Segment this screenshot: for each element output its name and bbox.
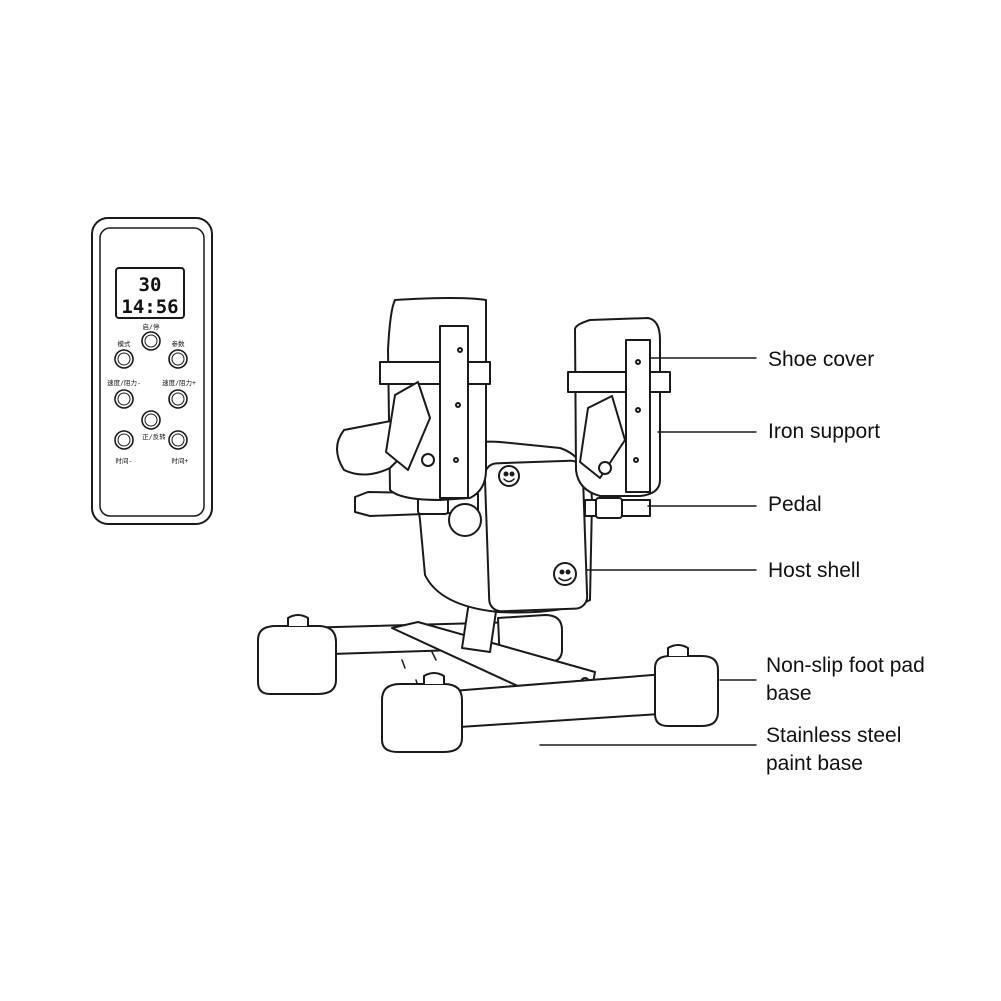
label-foot-pad-line2: base <box>766 682 812 705</box>
label-foot-pad-line1: Non-slip foot pad <box>766 654 925 677</box>
label-steel-base-line2: paint base <box>766 752 863 775</box>
shoe-cover-right <box>567 317 671 497</box>
remote-label-time-minus: 时间- <box>116 456 133 465</box>
remote-button-mode <box>114 349 134 369</box>
remote-button-forward-reverse <box>141 410 161 430</box>
remote-control: 30 14:56 启/停 模式 参数 速度/阻力- 速度/阻力+ 正/反转 时间… <box>91 217 213 525</box>
label-steel-base-line1: Stainless steel <box>766 724 902 747</box>
pedal-right <box>584 497 651 519</box>
remote-label-forward-reverse: 正/反转 <box>142 432 166 441</box>
remote-button-start-stop <box>141 331 161 351</box>
iron-support-bracket <box>625 339 651 493</box>
label-pedal: Pedal <box>768 493 822 516</box>
label-host-shell: Host shell <box>768 559 861 582</box>
callout-lines <box>539 357 757 746</box>
remote-button-speed-plus <box>168 389 188 409</box>
remote-label-start-stop: 启/停 <box>143 322 160 331</box>
remote-button-speed-minus <box>114 389 134 409</box>
base-front <box>381 644 719 753</box>
remote-label-speed-plus: 速度/阻力+ <box>162 378 196 387</box>
pedal-exerciser <box>257 297 757 753</box>
label-shoe-cover: Shoe cover <box>768 348 875 371</box>
smiley-icon <box>498 465 520 487</box>
remote-display <box>115 267 185 319</box>
label-iron-support: Iron support <box>768 420 881 443</box>
shoe-cover-left <box>336 297 491 501</box>
remote-button-time-minus <box>114 430 134 450</box>
remote-display-line1: 30 <box>139 274 162 296</box>
remote-label-mode: 模式 <box>118 339 132 348</box>
remote-button-params <box>168 349 188 369</box>
remote-button-time-plus <box>168 430 188 450</box>
remote-label-params: 参数 <box>172 339 186 348</box>
remote-display-line2: 14:56 <box>121 296 178 318</box>
remote-label-speed-minus: 速度/阻力- <box>107 378 141 387</box>
smiley-icon <box>553 562 577 586</box>
host-shell-front-panel <box>483 459 589 613</box>
remote-label-time-plus: 时间+ <box>172 456 189 465</box>
